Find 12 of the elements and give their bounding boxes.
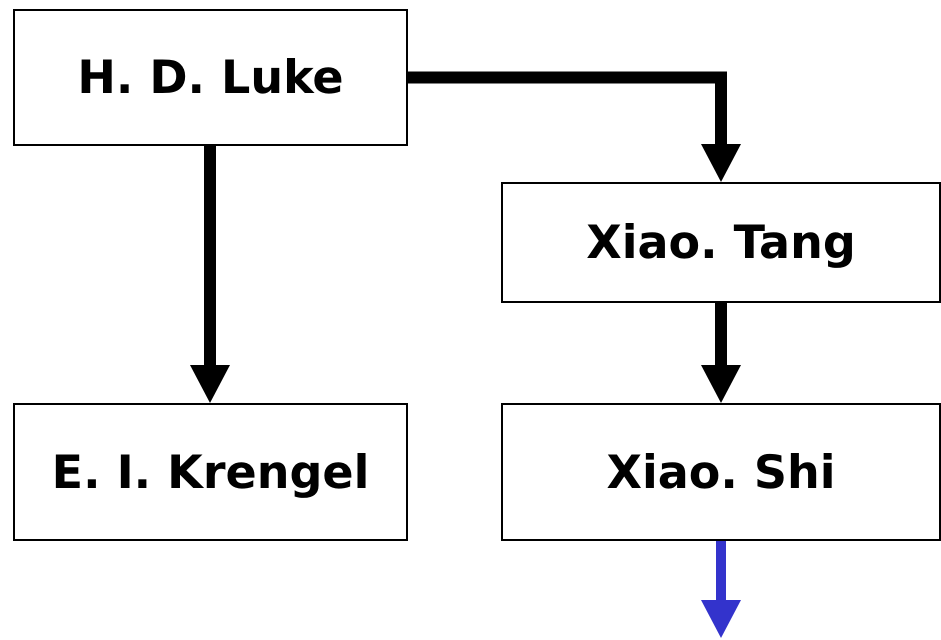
arrow [701, 303, 741, 403]
person-name: Xiao. Shi [605, 446, 836, 498]
name-box [501, 182, 941, 303]
arrow [190, 146, 230, 403]
person-name: E. I. Krengel [50, 446, 370, 498]
name-box [501, 403, 941, 541]
arrow [701, 541, 741, 638]
name-box [13, 403, 408, 541]
person-name: H. D. Luke [76, 51, 345, 104]
name-box [13, 9, 408, 146]
arrow [408, 72, 741, 182]
person-name: Xiao. Tang [585, 216, 857, 269]
